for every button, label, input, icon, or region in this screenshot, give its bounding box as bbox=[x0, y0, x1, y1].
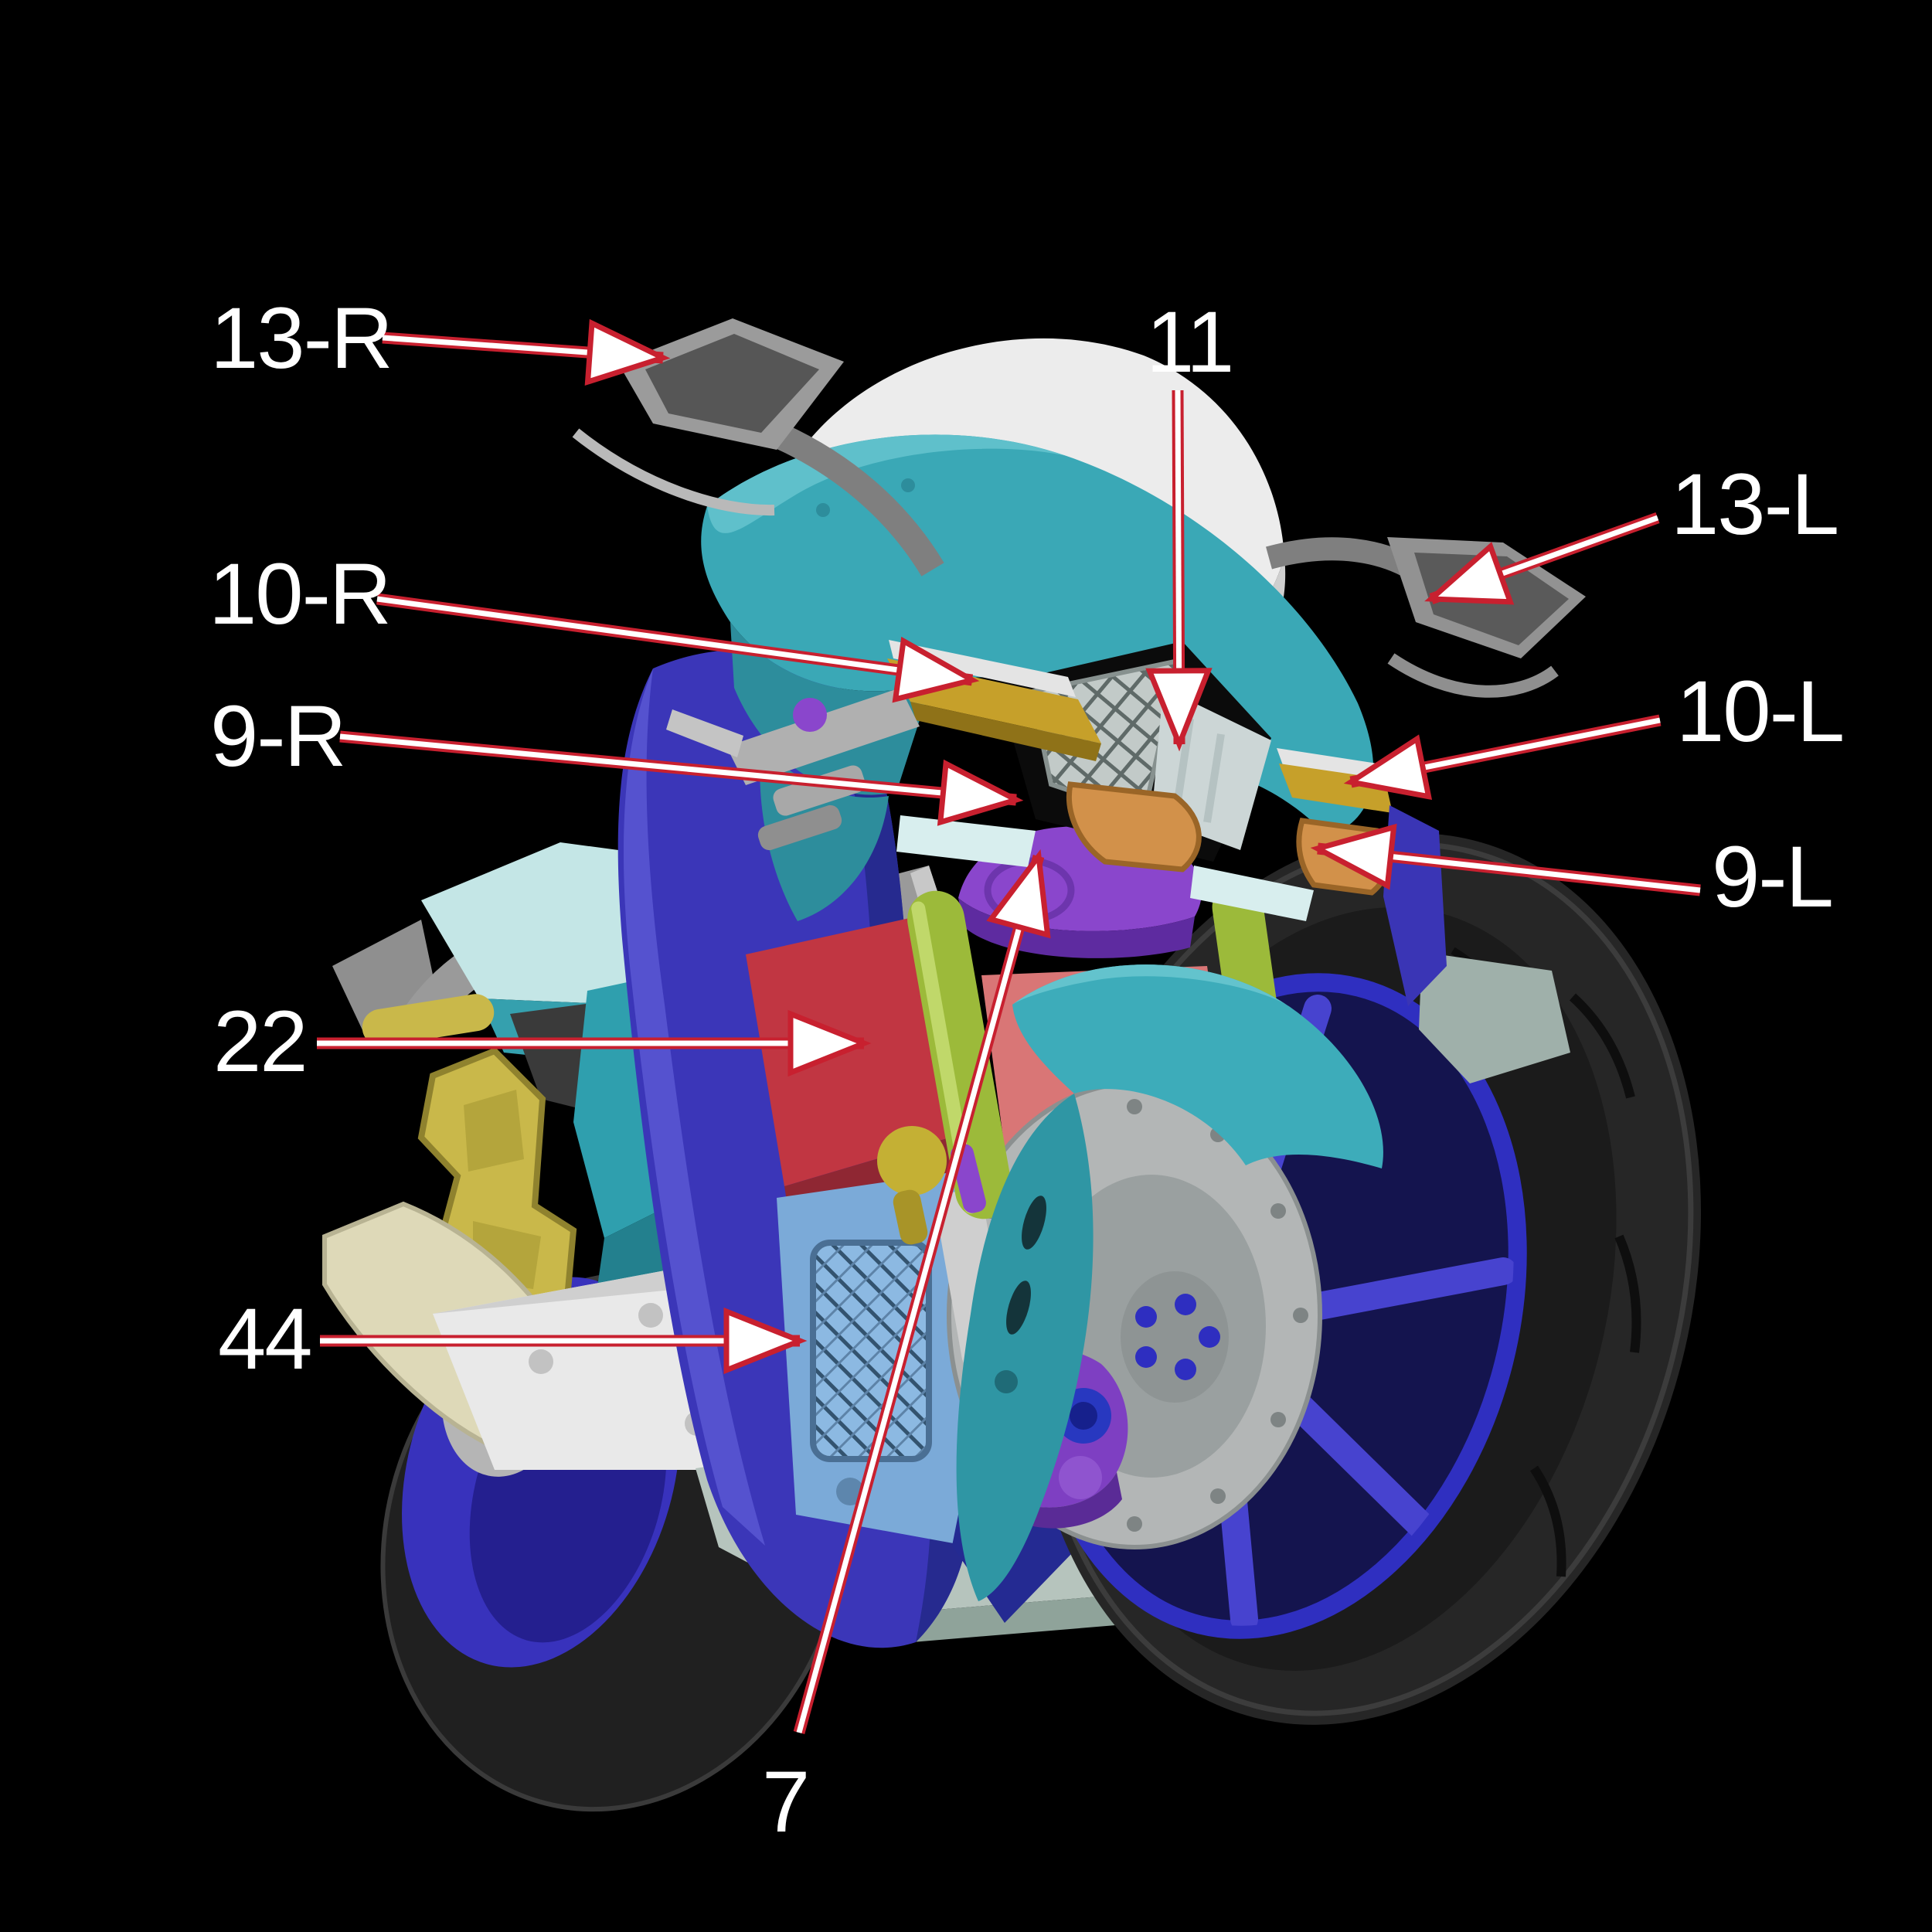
callout-label-13-R: 13-R bbox=[210, 290, 392, 386]
chin-spoiler bbox=[896, 815, 1036, 867]
callout-13-R: 13-R bbox=[210, 290, 671, 386]
callout-9-L: 9-L bbox=[1310, 823, 1834, 925]
arrowhead-22 bbox=[787, 1009, 872, 1077]
callout-10-L: 10-L bbox=[1343, 663, 1845, 801]
callout-label-13-L: 13-L bbox=[1671, 456, 1838, 553]
callout-label-10-L: 10-L bbox=[1676, 663, 1843, 760]
brake-lever bbox=[666, 709, 743, 757]
callout-11: 11 bbox=[1145, 294, 1234, 752]
arrowhead-44 bbox=[723, 1307, 808, 1375]
callout-7: 7 bbox=[762, 849, 1051, 1850]
arrowhead-13-R bbox=[584, 318, 671, 386]
clip-on-bar bbox=[726, 688, 920, 785]
arrowhead-11 bbox=[1145, 668, 1213, 752]
callout-22: 22 bbox=[213, 993, 872, 1090]
front-fender bbox=[956, 964, 1383, 1601]
right-mirror bbox=[572, 318, 944, 577]
bar-end bbox=[793, 698, 827, 732]
callout-label-9-L: 9-L bbox=[1712, 828, 1832, 925]
callout-13-L: 13-L bbox=[1424, 456, 1839, 605]
brake-fluid-reservoir bbox=[877, 1126, 947, 1196]
arrowhead-13-L bbox=[1424, 542, 1515, 605]
callout-label-44: 44 bbox=[218, 1291, 311, 1387]
right-turn-signal bbox=[1066, 781, 1202, 872]
radiator-vent-mesh bbox=[810, 1240, 932, 1462]
callout-label-9-R: 9-R bbox=[210, 688, 345, 784]
callout-label-7: 7 bbox=[762, 1753, 808, 1850]
chin-spoiler bbox=[1190, 866, 1314, 921]
callout-label-22: 22 bbox=[213, 993, 307, 1090]
callout-layer: 13-R 11 13-L 10-R 10-L bbox=[209, 290, 1845, 1850]
callout-label-10-R: 10-R bbox=[209, 546, 390, 642]
callout-10-R: 10-R bbox=[209, 546, 980, 703]
arrowhead-9-L bbox=[1310, 823, 1397, 890]
front-forks bbox=[877, 881, 1281, 1376]
mudflap-sage bbox=[1419, 952, 1570, 1083]
arrowhead-10-L bbox=[1343, 734, 1433, 801]
arrowhead-7 bbox=[986, 849, 1051, 939]
arrowhead-10-R bbox=[892, 636, 980, 703]
callout-9-R: 9-R bbox=[210, 688, 1024, 826]
callout-label-11: 11 bbox=[1146, 294, 1233, 390]
callout-44: 44 bbox=[218, 1291, 808, 1387]
arrowhead-9-R bbox=[937, 759, 1024, 826]
